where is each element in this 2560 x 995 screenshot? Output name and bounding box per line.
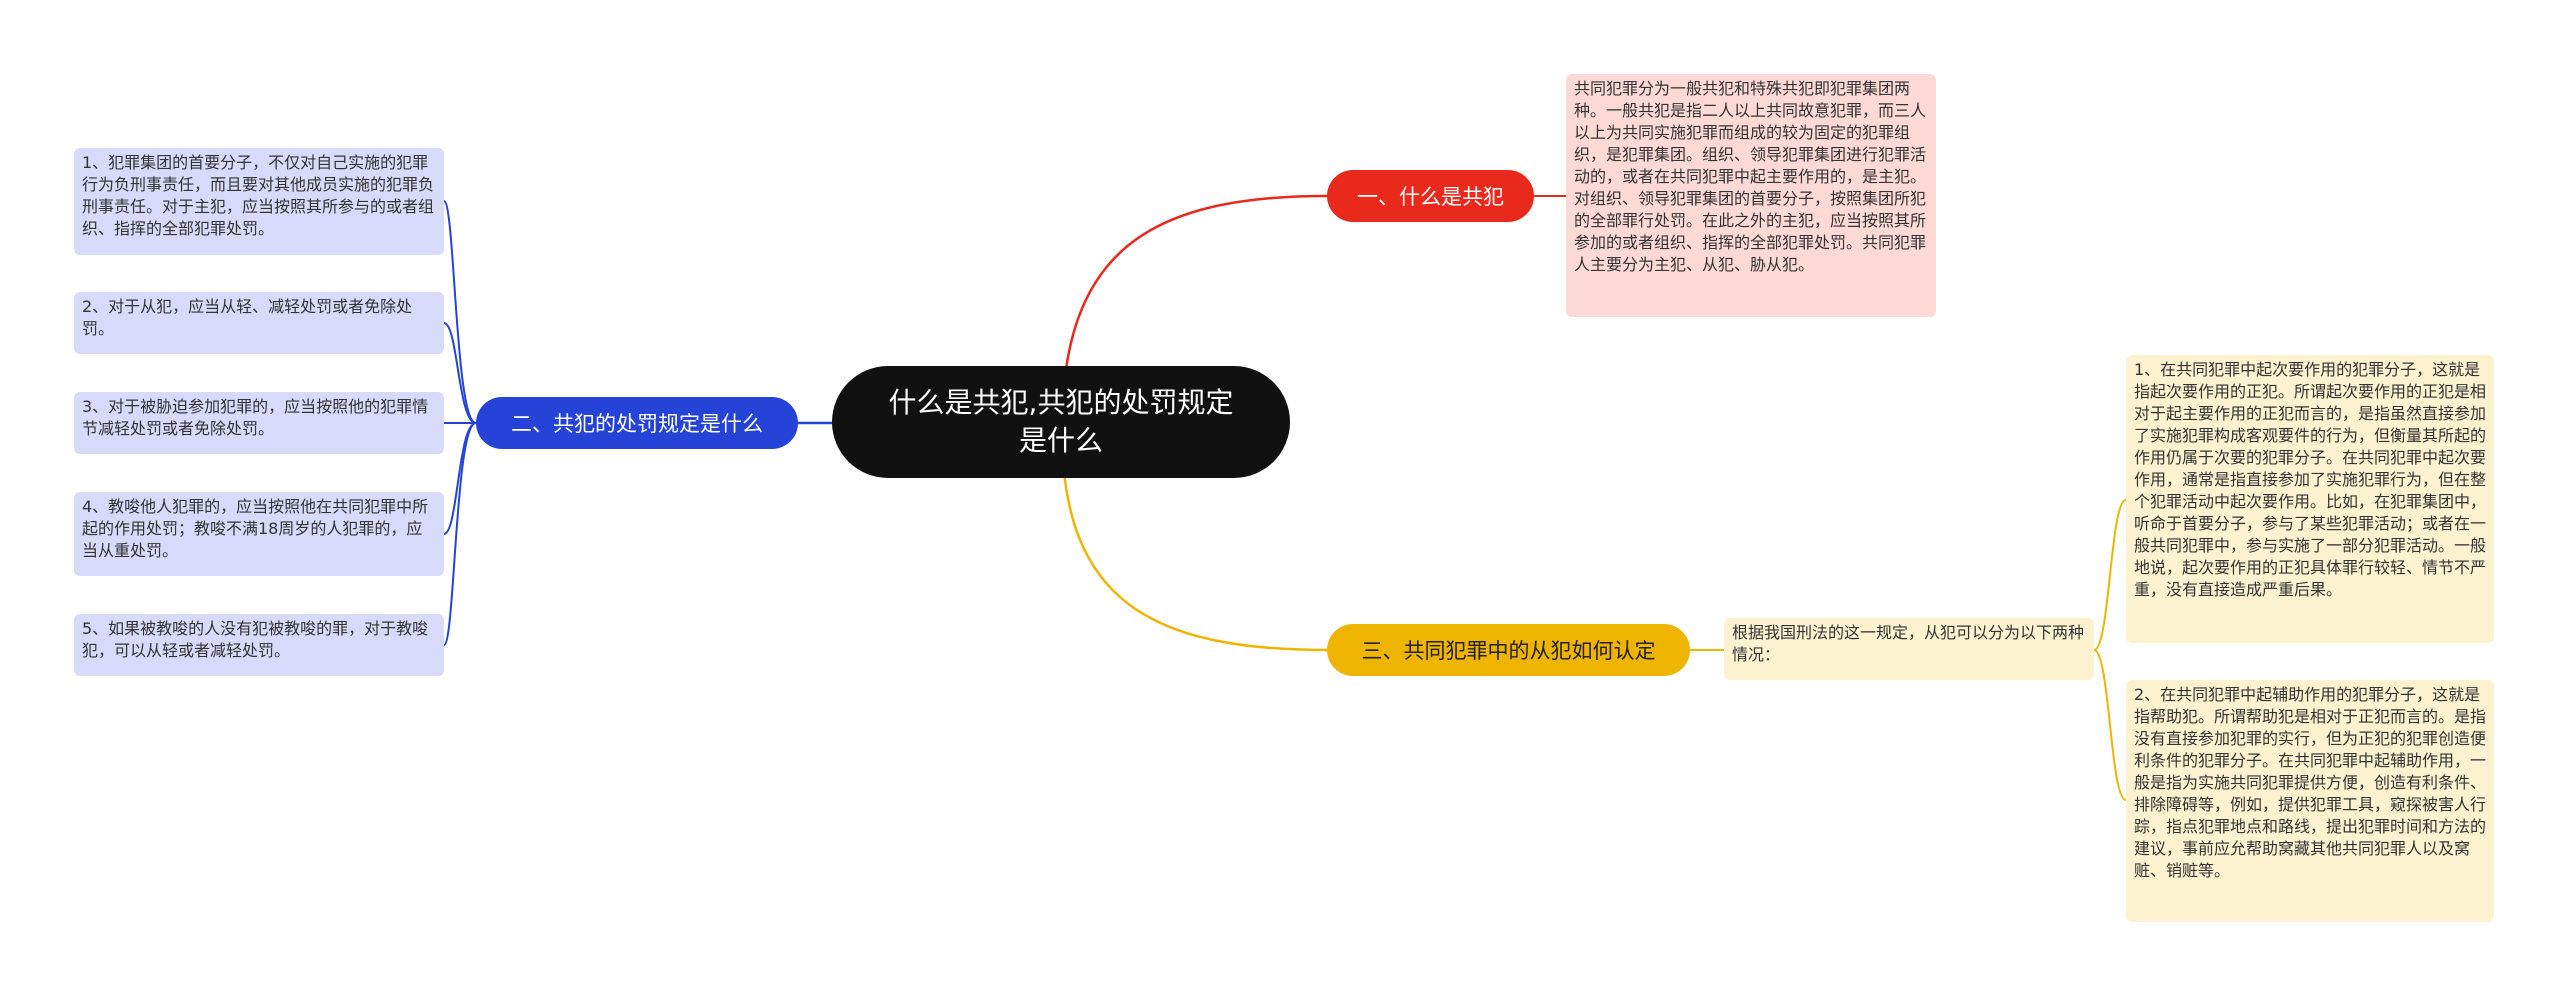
leaf-text: 共同犯罪分为一般共犯和特殊共犯即犯罪集团两种。一般共犯是指二人以上共同故意犯罪，…: [1574, 79, 1927, 274]
connector-root-branch1: [1060, 194, 1328, 431]
leaf-accessory-type-1[interactable]: 1、在共同犯罪中起次要作用的犯罪分子，这就是指起次要作用的正犯。所谓起次要作用的…: [2126, 355, 2494, 643]
branch-accessory-identification[interactable]: 三、共同犯罪中的从犯如何认定: [1327, 624, 1690, 676]
leaf-text: 4、教唆他人犯罪的，应当按照他在共同犯罪中所起的作用处罚；教唆不满18周岁的人犯…: [82, 497, 429, 560]
branch-label: 一、什么是共犯: [1357, 185, 1504, 209]
connector-branch2-leaf1: [443, 200, 477, 424]
connector-middle-leaf1: [2093, 499, 2127, 651]
leaf-text: 根据我国刑法的这一规定，从犯可以分为以下两种情况：: [1732, 623, 2085, 664]
branch-what-is-accomplice[interactable]: 一、什么是共犯: [1327, 170, 1534, 222]
connector-branch2-leaf2: [443, 322, 477, 424]
branch-label: 二、共犯的处罚规定是什么: [511, 412, 763, 436]
connector-branch2-leaf4: [443, 422, 477, 535]
root-topic-label: 什么是共犯,共犯的处罚规定是什么: [888, 386, 1234, 457]
branch-punishment-rules[interactable]: 二、共犯的处罚规定是什么: [476, 397, 798, 449]
leaf-punishment-1[interactable]: 1、犯罪集团的首要分子，不仅对自己实施的犯罪行为负刑事责任，而且要对其他成员实施…: [74, 148, 444, 255]
leaf-text: 2、对于从犯，应当从轻、减轻处罚或者免除处罚。: [82, 297, 413, 338]
connector-middle-leaf2: [2093, 649, 2127, 801]
branch-label: 三、共同犯罪中的从犯如何认定: [1361, 639, 1656, 663]
leaf-accessory-type-2[interactable]: 2、在共同犯罪中起辅助作用的犯罪分子，这就是指帮助犯。所谓帮助犯是相对于正犯而言…: [2126, 680, 2494, 922]
connector-root-branch3: [1060, 429, 1328, 652]
leaf-text: 2、在共同犯罪中起辅助作用的犯罪分子，这就是指帮助犯。所谓帮助犯是相对于正犯而言…: [2134, 685, 2487, 880]
leaf-text: 1、犯罪集团的首要分子，不仅对自己实施的犯罪行为负刑事责任，而且要对其他成员实施…: [82, 153, 435, 238]
root-topic[interactable]: 什么是共犯,共犯的处罚规定是什么: [832, 366, 1290, 478]
leaf-punishment-2[interactable]: 2、对于从犯，应当从轻、减轻处罚或者免除处罚。: [74, 292, 444, 354]
leaf-punishment-5[interactable]: 5、如果被教唆的人没有犯被教唆的罪，对于教唆犯，可以从轻或者减轻处罚。: [74, 614, 444, 676]
leaf-punishment-3[interactable]: 3、对于被胁迫参加犯罪的，应当按照他的犯罪情节减轻处罚或者免除处罚。: [74, 392, 444, 454]
leaf-text: 5、如果被教唆的人没有犯被教唆的罪，对于教唆犯，可以从轻或者减轻处罚。: [82, 619, 429, 660]
leaf-accomplice-definition[interactable]: 共同犯罪分为一般共犯和特殊共犯即犯罪集团两种。一般共犯是指二人以上共同故意犯罪，…: [1566, 74, 1936, 317]
leaf-text: 1、在共同犯罪中起次要作用的犯罪分子，这就是指起次要作用的正犯。所谓起次要作用的…: [2134, 360, 2487, 599]
leaf-punishment-4[interactable]: 4、教唆他人犯罪的，应当按照他在共同犯罪中所起的作用处罚；教唆不满18周岁的人犯…: [74, 492, 444, 576]
leaf-accessory-intro[interactable]: 根据我国刑法的这一规定，从犯可以分为以下两种情况：: [1724, 618, 2094, 680]
connector-branch2-leaf5: [443, 422, 477, 646]
leaf-text: 3、对于被胁迫参加犯罪的，应当按照他的犯罪情节减轻处罚或者免除处罚。: [82, 397, 429, 438]
